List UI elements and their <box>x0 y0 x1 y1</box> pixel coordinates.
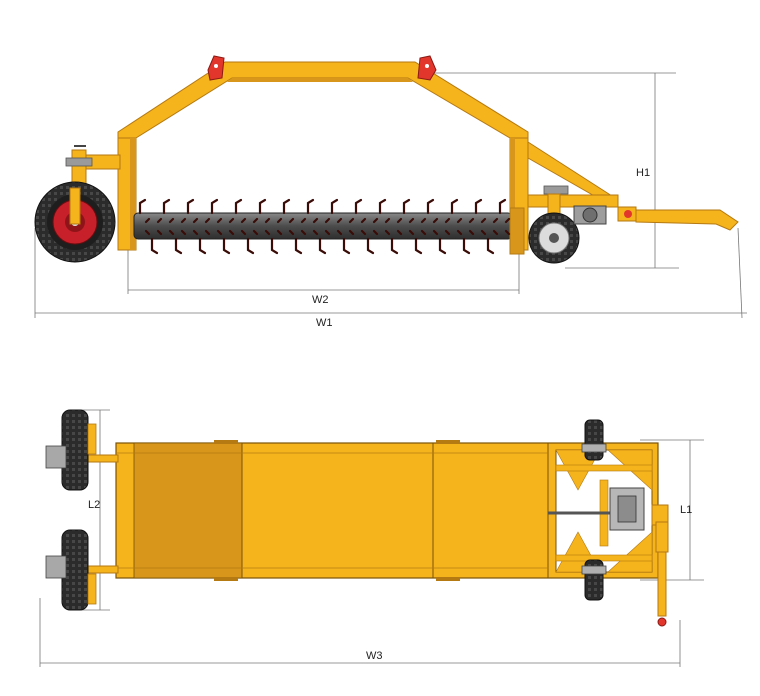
rotor-tine <box>450 198 459 215</box>
tow-hitch-side <box>617 206 739 231</box>
dimension-label-l1: L1 <box>680 504 692 516</box>
rotor-tine <box>180 217 187 236</box>
rotor-drum <box>133 198 525 255</box>
rotor-tines <box>138 198 511 255</box>
rotor-tine <box>378 198 387 215</box>
rotor-tine <box>252 217 259 236</box>
rotor-tine <box>192 217 199 236</box>
rotor-tine <box>240 217 247 236</box>
rotor-tine <box>174 237 183 255</box>
rotor-tine <box>438 237 447 255</box>
rotor-tine <box>186 198 195 215</box>
rotor-tine <box>282 198 291 215</box>
drive-bay <box>548 449 653 573</box>
rotor-tine <box>276 217 283 236</box>
rotor-tine <box>360 217 367 236</box>
rotor-tine <box>474 198 483 215</box>
rotor-tine <box>414 237 423 255</box>
rotor-tine <box>144 217 151 236</box>
rotor-tine <box>234 198 243 215</box>
rotor-tine <box>330 198 339 215</box>
rotor-tine <box>324 217 331 236</box>
front-wheels-top <box>45 409 119 611</box>
dimension-label-w3: W3 <box>366 650 383 662</box>
rotor-tine <box>420 217 427 236</box>
rotor-tine <box>468 217 475 236</box>
rear-wheels-top <box>581 419 607 601</box>
rotor-tine <box>300 217 307 236</box>
top-view: L2 L1 W3 <box>39 409 704 667</box>
rotor-tine <box>270 237 279 255</box>
rotor-tine <box>366 237 375 255</box>
rotor-tine <box>462 237 471 255</box>
rotor-tine <box>402 198 411 215</box>
rotor-tine <box>486 237 495 255</box>
rear-wheel <box>528 185 580 264</box>
rotor-tine <box>222 237 231 255</box>
rotor-tine <box>258 198 267 215</box>
rotor-tine <box>372 217 379 236</box>
rotor-tine <box>492 217 499 236</box>
tow-hitch-top <box>651 504 669 627</box>
rotor-tine <box>204 217 211 236</box>
rotor-tine <box>264 217 271 236</box>
rotor-tine <box>138 198 147 215</box>
rotor-tine <box>342 237 351 255</box>
dimension-label-w1: W1 <box>316 317 333 329</box>
left-wheel <box>34 181 116 263</box>
rotor-tine <box>456 217 463 236</box>
rotor-tine <box>294 237 303 255</box>
dimension-label-l2: L2 <box>88 499 100 511</box>
side-dimension-lines <box>34 72 747 319</box>
rotor-tine <box>168 217 175 236</box>
rotor-tine <box>426 198 435 215</box>
dimension-label-h1: H1 <box>636 167 650 179</box>
dimension-label-w2: W2 <box>312 294 329 306</box>
side-view: H1 W2 W1 <box>34 55 747 329</box>
rotor-tine <box>390 237 399 255</box>
rotor-tine <box>354 198 363 215</box>
rotor-tine <box>384 217 391 236</box>
rotor-tine <box>228 217 235 236</box>
rotor-tine <box>498 198 507 215</box>
top-dimension-lines <box>39 409 704 667</box>
gearbox-side <box>573 205 607 225</box>
rotor-tine <box>312 217 319 236</box>
rotor-tine <box>216 217 223 236</box>
rotor-tine <box>306 198 315 215</box>
rotor-tine <box>210 198 219 215</box>
rotor-tine <box>198 237 207 255</box>
rotor-tine <box>396 217 403 236</box>
rotor-tine <box>408 217 415 236</box>
rotor-tine <box>318 237 327 255</box>
rotor-tine <box>444 217 451 236</box>
rotor-tine <box>336 217 343 236</box>
rotor-tine <box>162 198 171 215</box>
rotor-tine <box>246 237 255 255</box>
gantry-frame <box>81 61 619 251</box>
rotor-tine <box>288 217 295 236</box>
rotor-tine <box>432 217 439 236</box>
rotor-tine <box>156 217 163 236</box>
rotor-tine <box>150 237 159 255</box>
rotor-tine <box>348 217 355 236</box>
rotor-tine <box>480 217 487 236</box>
rotor-tine <box>504 217 511 236</box>
